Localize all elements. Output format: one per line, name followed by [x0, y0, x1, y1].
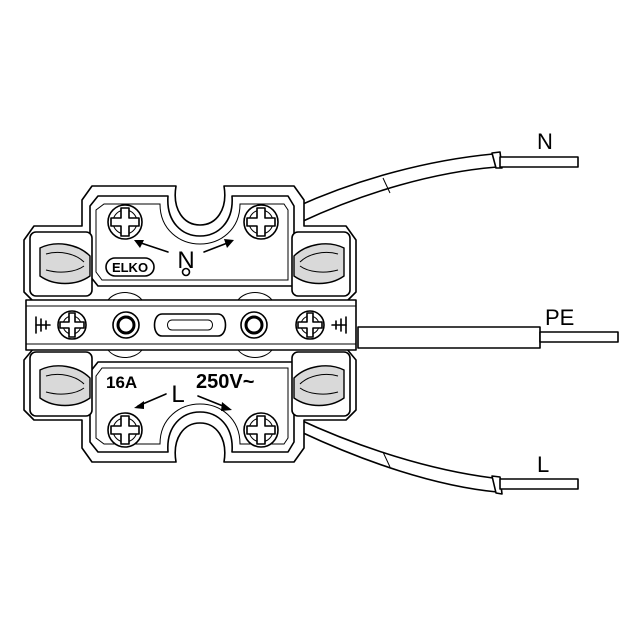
center-slot — [153, 313, 227, 337]
wire-pe — [357, 326, 619, 349]
wire-label-pe: PE — [545, 305, 574, 330]
screw-icon — [243, 204, 279, 240]
terminal-label-n: N — [177, 247, 194, 274]
screw-icon — [107, 412, 143, 448]
pin-hole-right — [240, 311, 268, 339]
rating-voltage: 250V~ — [196, 371, 254, 393]
clamp-left-bottom — [29, 351, 93, 417]
arrow-icon — [134, 393, 232, 411]
clamp-left-top — [29, 231, 93, 297]
terminal-label-l: L — [171, 381, 184, 408]
clamp-right-top — [291, 231, 351, 297]
brand-text: ELKO — [112, 260, 148, 275]
pin-hole-left — [112, 311, 140, 339]
wire-label-n: N — [537, 129, 553, 154]
screw-icon — [295, 310, 325, 340]
screw-icon — [57, 310, 87, 340]
screw-icon — [107, 204, 143, 240]
conductor-l — [499, 478, 579, 490]
wire-label-l: L — [537, 452, 549, 477]
conductor-n — [499, 156, 579, 168]
clamp-right-bottom — [291, 351, 351, 417]
screw-icon — [243, 412, 279, 448]
earth-icon — [35, 316, 51, 334]
brand-logo: ELKO — [105, 257, 155, 277]
wire-n — [295, 151, 579, 223]
wire-l — [295, 417, 579, 495]
earth-icon — [331, 316, 347, 334]
rating-current: 16A — [106, 373, 137, 392]
conductor-pe — [539, 331, 619, 343]
arrow-icon — [134, 239, 234, 277]
